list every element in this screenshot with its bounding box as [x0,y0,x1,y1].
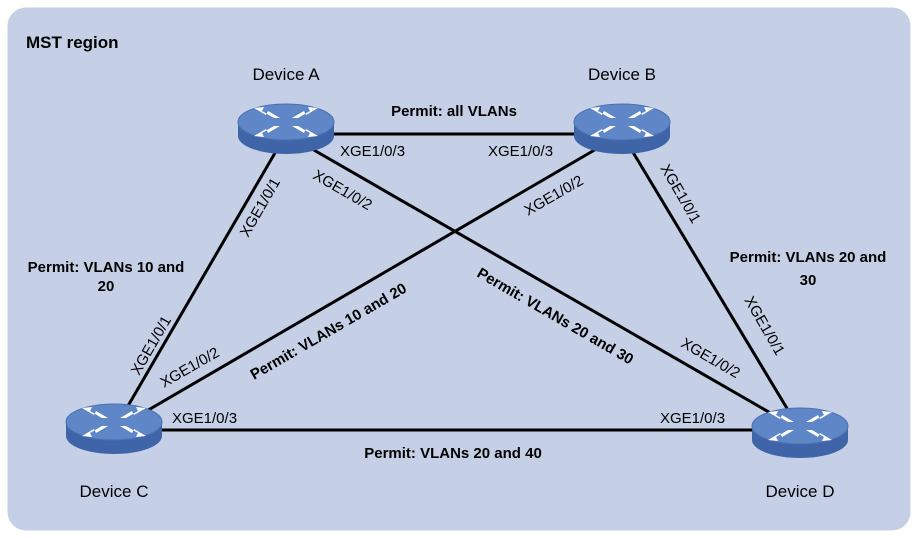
device-d: Device D [751,407,849,501]
port-b-to-a: XGE1/0/3 [488,143,553,160]
device-b-label: Device B [588,65,656,84]
link-a-d [285,132,801,432]
device-b: Device B [573,65,671,155]
router-icon [573,103,671,155]
device-d-label: Device D [766,482,835,501]
port-c-to-d: XGE1/0/3 [172,410,237,427]
link-b-d-permit-line2: 30 [800,272,817,289]
link-c-d-permit: Permit: VLANs 20 and 40 [364,445,542,462]
router-icon [751,407,849,459]
region-title: MST region [26,33,119,52]
link-a-c [112,133,288,431]
port-a-to-b: XGE1/0/3 [340,143,405,160]
router-icon [65,403,163,455]
link-b-c [113,132,623,432]
link-b-d [620,133,802,431]
device-a: Device A [237,65,335,155]
router-icon [237,103,335,155]
device-a-label: Device A [252,65,320,84]
link-b-d-permit-line1: Permit: VLANs 20 and [730,249,887,266]
device-c-label: Device C [80,482,149,501]
link-a-c-permit-line2: 20 [98,278,115,295]
device-c: Device C [65,403,163,501]
mst-region-box [7,7,911,531]
link-a-c-permit-line1: Permit: VLANs 10 and [28,259,185,276]
link-a-b-permit: Permit: all VLANs [391,103,517,120]
port-d-to-c: XGE1/0/3 [660,410,725,427]
